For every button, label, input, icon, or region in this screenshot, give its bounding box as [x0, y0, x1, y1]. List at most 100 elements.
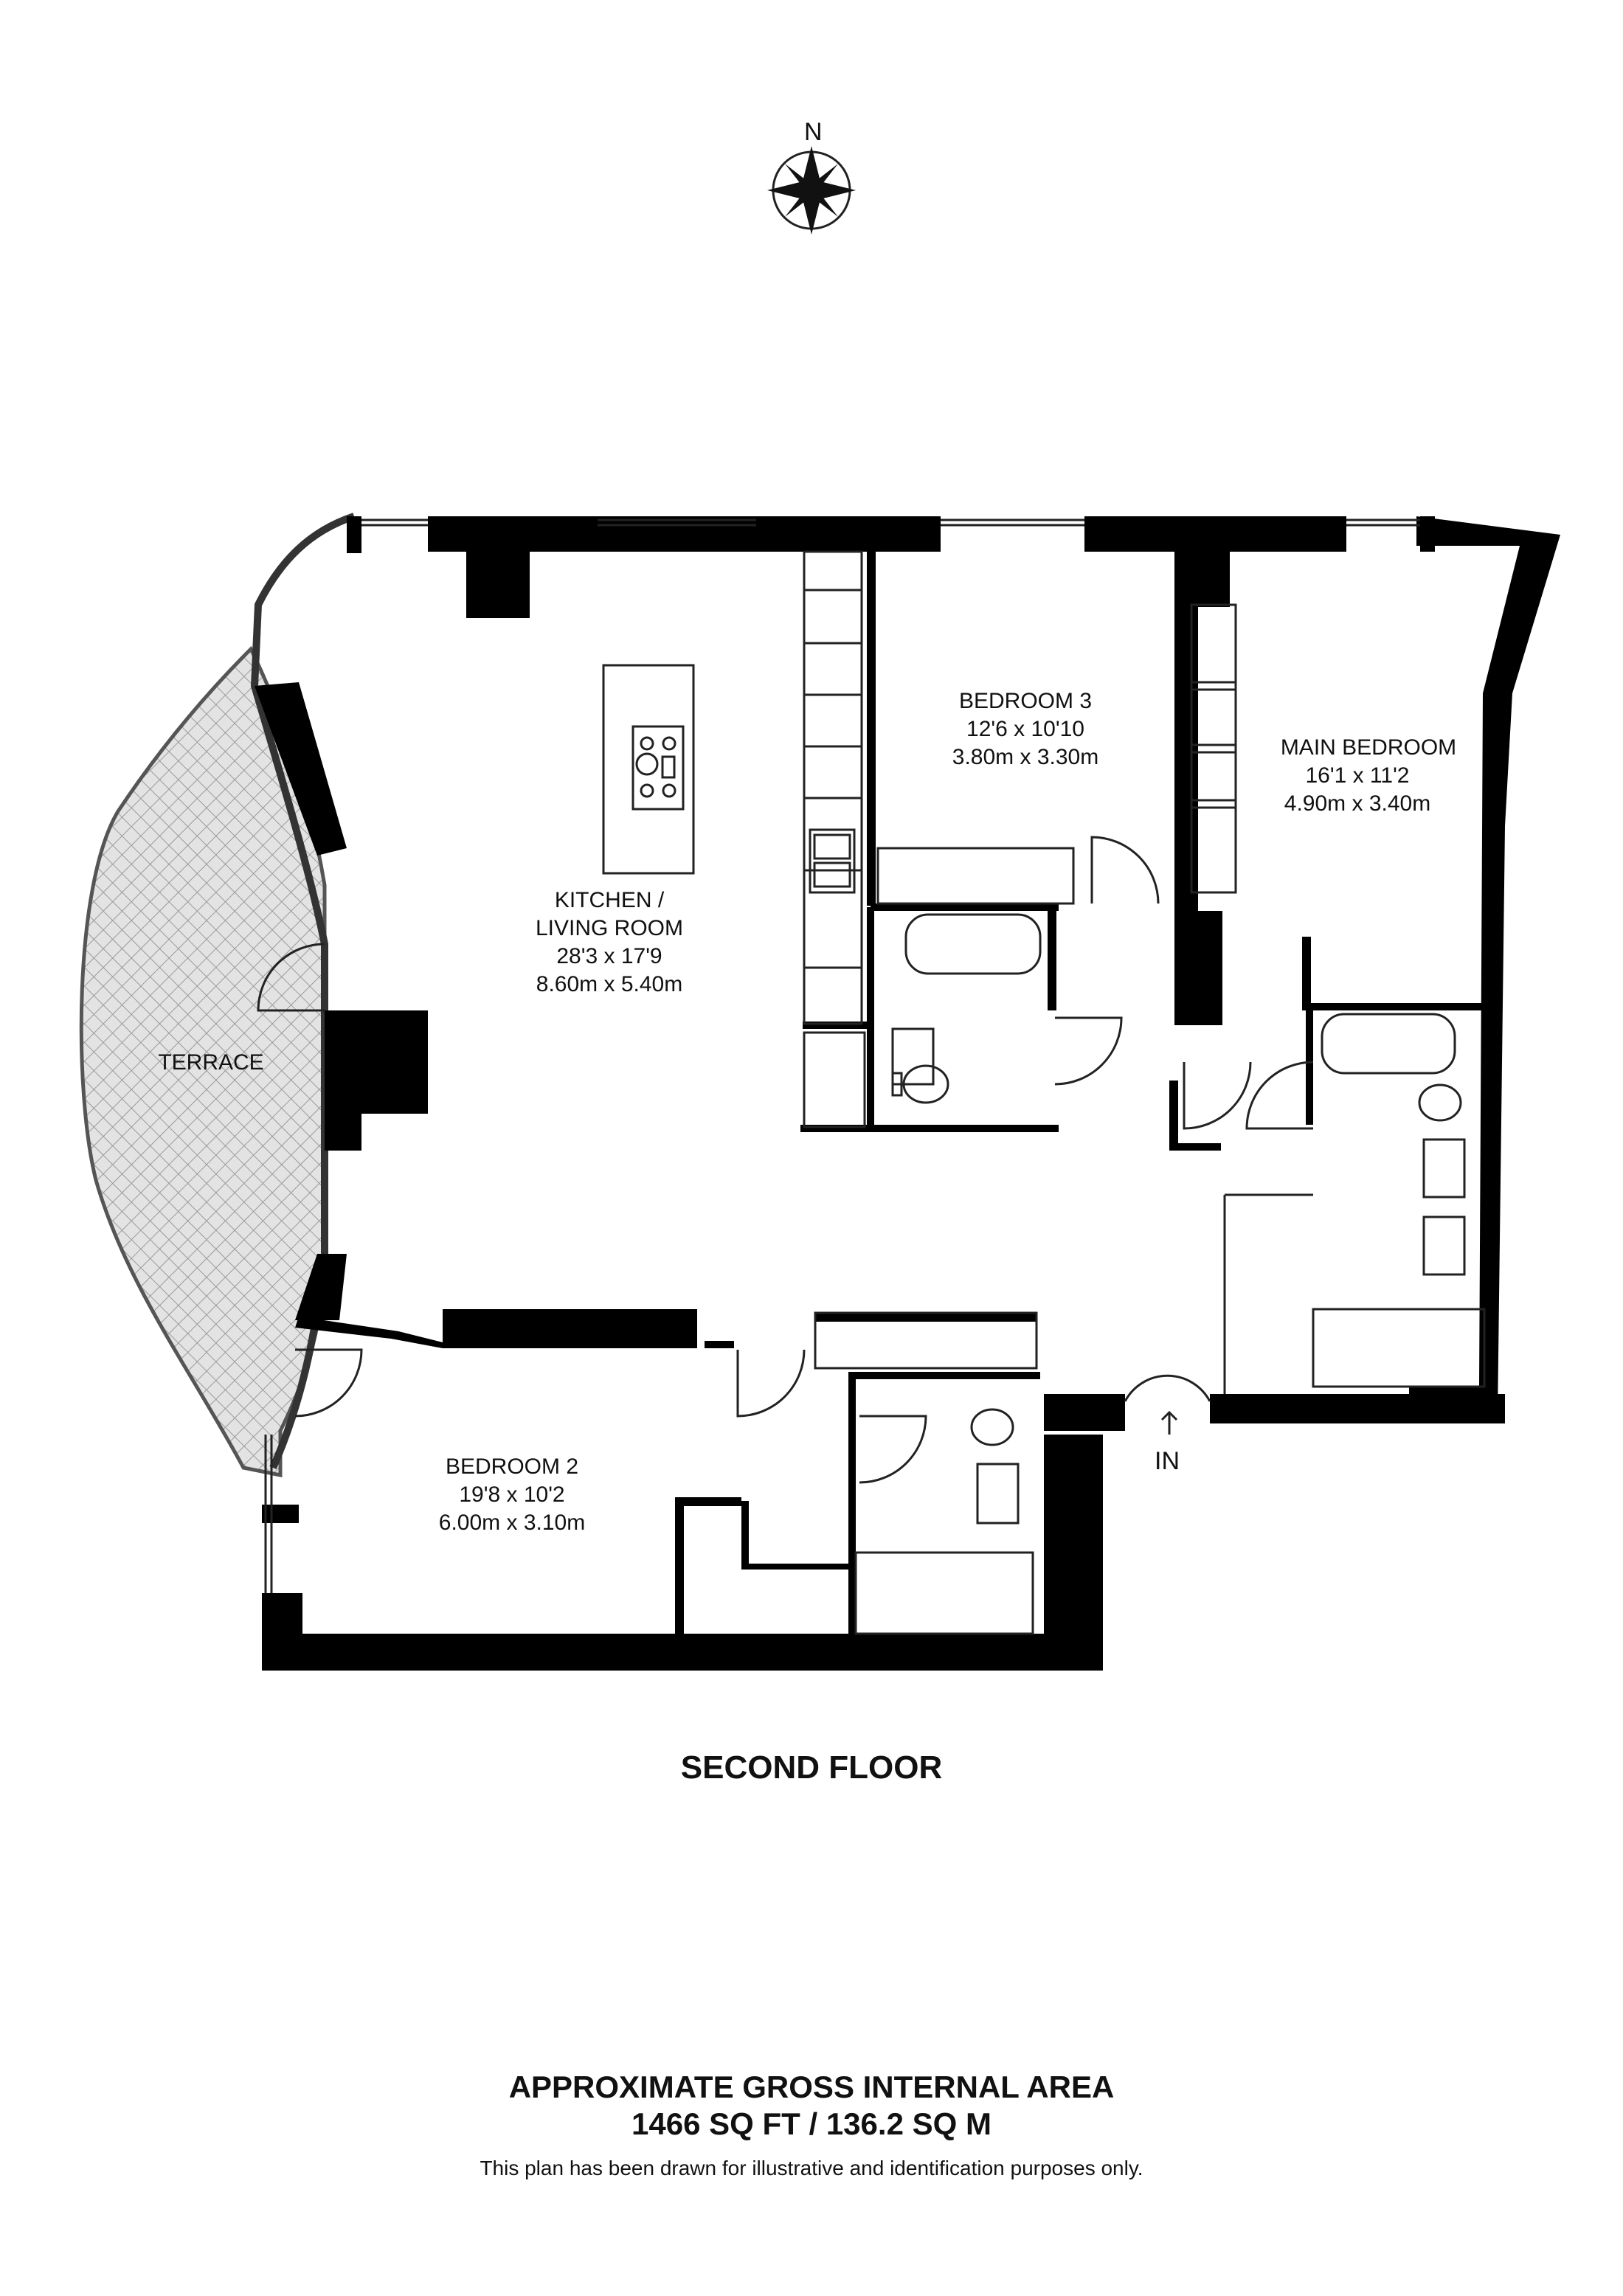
bath-main-wall-top [1302, 937, 1311, 1007]
main-ensuite-bathtub [1321, 1013, 1456, 1075]
door-ensuite2[interactable] [859, 1415, 927, 1484]
bath-main-wall-left [1306, 1007, 1313, 1125]
hall-cupboard [814, 1311, 1038, 1370]
bedroom2-west-stub [262, 1505, 299, 1523]
south-west-wall [262, 1593, 302, 1671]
room-kitchen: KITCHEN / LIVING ROOM 28'3 x 17'9 8.60m … [536, 888, 683, 996]
west-wall-pier-2 [325, 1010, 361, 1151]
kitchen-imperial: 28'3 x 17'9 [556, 944, 662, 968]
bath3-wall-left [867, 907, 874, 1128]
west-wall-pier-1 [255, 682, 347, 856]
entrance-arrow-icon [1160, 1410, 1178, 1435]
doors [257, 836, 1314, 1484]
utility-cupboard [803, 1031, 866, 1128]
walls [255, 516, 1560, 1671]
bedroom2-metric: 6.00m x 3.10m [439, 1511, 585, 1535]
south-wall [262, 1634, 1103, 1671]
main-ensuite-wall [1302, 1003, 1483, 1010]
hall-wall-2 [1169, 1143, 1221, 1151]
kitchen-name-2: LIVING ROOM [536, 916, 683, 940]
bedroom2-imperial: 19'8 x 10'2 [459, 1482, 564, 1507]
door-entrance[interactable] [1124, 1374, 1211, 1402]
interior-lines [602, 550, 1486, 1635]
bedroom3-bath-wall-top [871, 904, 1059, 911]
door-bath3[interactable] [1054, 1016, 1123, 1086]
door-bedroom3[interactable] [1090, 836, 1160, 904]
room-bedroom2: BEDROOM 2 19'8 x 10'2 6.00m x 3.10m [439, 1454, 585, 1535]
kitchen-cabinet-run [803, 550, 863, 1025]
south-east-wall [1044, 1435, 1103, 1671]
closet2-wall-bottom [741, 1564, 852, 1570]
north-wall-1 [347, 516, 361, 553]
door-bedroom2[interactable] [736, 1349, 806, 1418]
bedroom3-imperial: 12'6 x 10'10 [966, 717, 1084, 741]
main-bedroom-imperial: 16'1 x 11'2 [1305, 763, 1409, 788]
kitchen-cabinet-wall [803, 1022, 869, 1029]
entrance: IN [1155, 1410, 1180, 1475]
compass-star-diagonal [785, 164, 838, 217]
main-ensuite-shower [1312, 1308, 1486, 1388]
partition-main-lower [1174, 911, 1222, 1025]
area-title: APPROXIMATE GROSS INTERNAL AREA [508, 2070, 1115, 2104]
bath3-basin [891, 1027, 935, 1086]
door-terrace-2[interactable] [294, 1348, 363, 1418]
kitchen-island [602, 664, 695, 875]
ensuite2-wall-left [848, 1376, 856, 1634]
terrace-label: TERRACE [158, 1050, 263, 1075]
compass: N [767, 118, 856, 235]
compass-north-label: N [804, 118, 823, 146]
north-wall-4 [1084, 516, 1346, 552]
north-chimney [466, 552, 530, 618]
bedroom2-north-wall-block [443, 1309, 697, 1348]
room-main-bedroom: MAIN BEDROOM 16'1 x 11'2 4.90m x 3.40m [1281, 735, 1456, 816]
ensuite2-wall-top [815, 1313, 1037, 1322]
floor-title: SECOND FLOOR [680, 1749, 943, 1786]
bedroom3-metric: 3.80m x 3.30m [952, 745, 1098, 769]
bedroom3-name: BEDROOM 3 [959, 689, 1092, 713]
main-bedroom-metric: 4.90m x 3.40m [1284, 791, 1430, 816]
room-bedroom3: BEDROOM 3 12'6 x 10'10 3.80m x 3.30m [952, 689, 1098, 769]
area-value: 1466 SQ FT / 136.2 SQ M [631, 2106, 992, 2141]
entrance-wall-west [1044, 1394, 1125, 1431]
north-wall-3 [756, 516, 941, 552]
ensuite2-shower [854, 1551, 1034, 1635]
main-ensuite-toilet [1418, 1083, 1462, 1122]
door-terrace[interactable] [257, 943, 325, 1012]
hall-wall-1 [1169, 1081, 1178, 1147]
kitchen-metric: 8.60m x 5.40m [536, 972, 682, 996]
west-facade-glazing [250, 513, 356, 1470]
bedroom3-wardrobe [876, 847, 1075, 905]
bath3-wall-bottom [800, 1125, 1059, 1132]
bath3-bathtub [904, 913, 1042, 975]
ensuite2-toilet [970, 1408, 1014, 1446]
main-bedroom-name: MAIN BEDROOM [1281, 735, 1456, 760]
north-wall-2 [428, 516, 760, 552]
bedroom2-name: BEDROOM 2 [446, 1454, 578, 1479]
door-main-bedroom[interactable] [1183, 1061, 1252, 1130]
main-ensuite-basin-2 [1422, 1215, 1466, 1276]
windows [264, 518, 1420, 1593]
ensuite2-wall-top2 [848, 1372, 1040, 1379]
bedroom2-north-wall-2 [705, 1341, 734, 1348]
main-wardrobe [1190, 603, 1237, 894]
bath3-wall-right [1048, 904, 1056, 1010]
ensuite2-basin [976, 1463, 1020, 1525]
kitchen-name-1: KITCHEN / [555, 888, 665, 912]
bedroom3-wall-left [867, 552, 876, 906]
main-ensuite-basin-1 [1422, 1138, 1466, 1199]
closet2-wall-right [741, 1501, 749, 1567]
entrance-label: IN [1155, 1447, 1180, 1475]
kitchen-sink-icon [809, 828, 856, 894]
closet2-wall [675, 1497, 741, 1506]
hob-icon [631, 725, 685, 811]
west-wall-pier-3 [295, 1254, 347, 1320]
east-wall [1409, 516, 1560, 1416]
entrance-wall-east [1210, 1394, 1505, 1423]
terrace-area [79, 645, 327, 1478]
door-main-ensuite[interactable] [1245, 1061, 1314, 1130]
bath3-toilet [902, 1064, 949, 1104]
closet2-wall-left [675, 1501, 684, 1637]
disclaimer: This plan has been drawn for illustrativ… [480, 2157, 1143, 2179]
west-chimney [361, 1010, 428, 1114]
